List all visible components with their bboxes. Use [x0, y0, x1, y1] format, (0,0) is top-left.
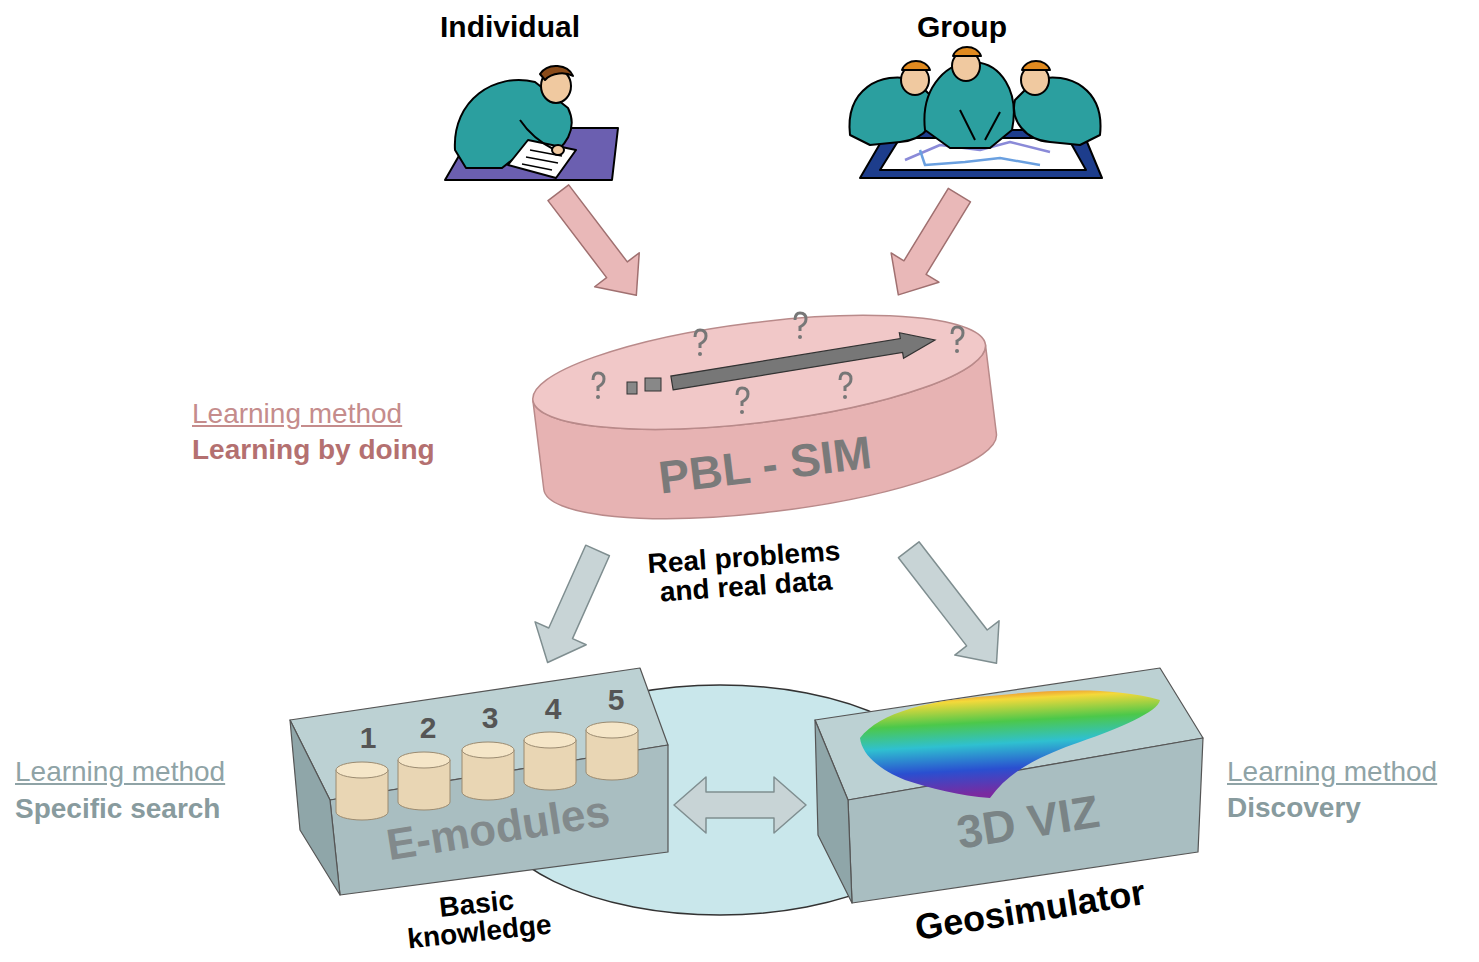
3d-viz-box: 3D VIZGeosimulator — [812, 668, 1204, 903]
cylinder-top — [524, 732, 576, 748]
cylinder-top — [398, 752, 450, 768]
block-arrow — [535, 545, 609, 662]
method-name: Discovery — [1227, 792, 1361, 824]
method-heading: Learning method — [1227, 756, 1437, 788]
progress-square — [627, 382, 637, 394]
box-caption: Basic knowledge — [381, 880, 576, 956]
method-name: Specific search — [15, 793, 220, 825]
progress-arrow — [671, 333, 935, 390]
box-side — [290, 720, 340, 895]
individual-figure — [445, 66, 618, 180]
method-heading: Learning method — [15, 756, 225, 788]
geo-surface — [860, 691, 1160, 799]
cylinder-top — [336, 762, 388, 778]
question-dot — [596, 395, 600, 399]
callout-number: 3 — [482, 701, 499, 735]
individual-node: Individual — [440, 5, 625, 188]
cylinder-top — [586, 722, 638, 738]
block-arrow — [898, 542, 999, 663]
question-mark — [593, 373, 604, 391]
question-mark — [695, 330, 706, 348]
question-dot — [740, 410, 744, 414]
question-mark — [737, 388, 748, 406]
question-dot — [955, 349, 959, 353]
group-node: Group — [830, 5, 1095, 190]
callout-number: 2 — [420, 711, 437, 745]
node-heading: Group — [917, 11, 1007, 43]
method-heading: Learning method — [192, 398, 402, 430]
question-mark — [952, 327, 963, 345]
group-figure — [850, 47, 1102, 178]
question-mark — [840, 373, 851, 391]
callout-number: 5 — [608, 683, 625, 717]
disk-top — [527, 295, 992, 450]
method-name: Learning by doing — [192, 434, 435, 466]
question-dot — [698, 352, 702, 356]
node-heading: Individual — [440, 11, 580, 43]
block-arrow — [891, 188, 970, 295]
question-dot — [798, 335, 802, 339]
block-arrow — [548, 185, 639, 295]
node-shape — [812, 668, 1204, 903]
callout-number: 4 — [545, 692, 562, 726]
pbl-sim-disk: PBL - SIMReal problems and real data — [530, 300, 1000, 545]
question-mark — [795, 313, 806, 331]
callout-number: 1 — [360, 721, 377, 755]
block-arrow — [674, 777, 806, 833]
progress-square — [645, 378, 661, 391]
cylinder-top — [462, 742, 514, 758]
box-side — [815, 720, 852, 903]
question-dot — [843, 395, 847, 399]
node-shape — [530, 300, 1000, 545]
disk-caption: Real problems and real data — [618, 534, 871, 610]
